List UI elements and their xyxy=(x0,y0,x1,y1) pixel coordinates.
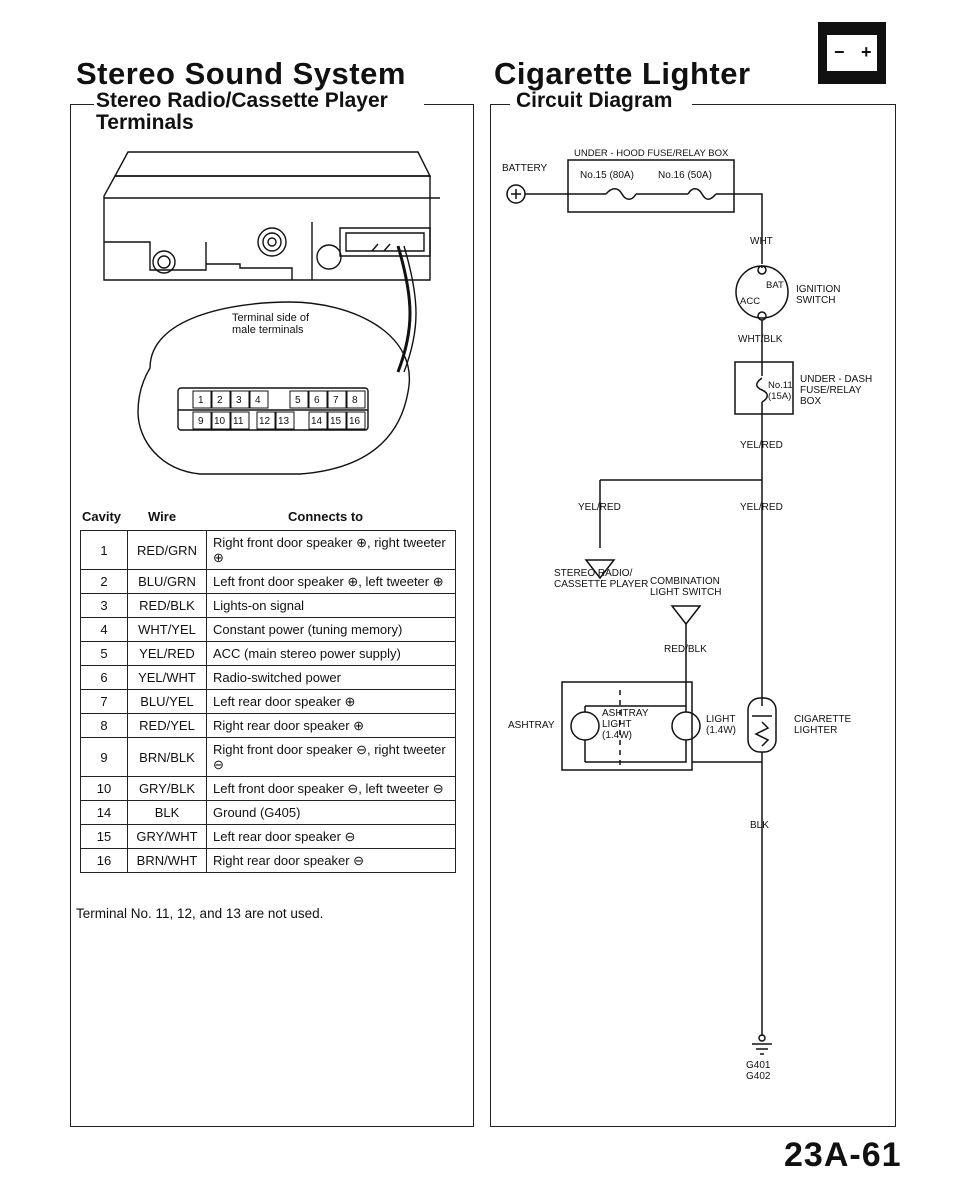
connects-cell: ACC (main stereo power supply) xyxy=(206,641,456,666)
combination-switch-label: COMBINATION LIGHT SWITCH xyxy=(650,576,722,598)
pin-8: 8 xyxy=(352,395,358,406)
wire-yel-red-label-2: YEL/RED xyxy=(578,502,621,513)
fuse-15-label: No.15 (80A) xyxy=(580,170,634,181)
connector-caption: Terminal side of male terminals xyxy=(232,312,310,336)
pin-9: 9 xyxy=(198,416,204,427)
cavity-cell: 10 xyxy=(80,776,128,801)
light-label: LIGHT (1.4W) xyxy=(706,714,736,736)
right-page-title: Cigarette Lighter xyxy=(494,56,751,91)
cavity-cell: 16 xyxy=(80,848,128,873)
wire-wht-blk-label: WHT/BLK xyxy=(738,334,783,345)
header-connects: Connects to xyxy=(288,509,364,524)
wire-cell: BLK xyxy=(127,800,207,825)
header-wire: Wire xyxy=(148,509,177,524)
pin-4: 4 xyxy=(255,395,261,406)
left-subtitle: Stereo Radio/Cassette Player Terminals xyxy=(96,89,388,134)
cavity-cell: 5 xyxy=(80,641,128,666)
cavity-cell: 2 xyxy=(80,569,128,594)
table-footnote: Terminal No. 11, 12, and 13 are not used… xyxy=(76,906,324,921)
wire-cell: RED/GRN xyxy=(127,530,207,570)
bat-terminal-label: BAT xyxy=(766,280,784,291)
pin-10: 10 xyxy=(214,416,226,427)
battery-label: BATTERY xyxy=(502,163,548,174)
fuse-11-label: No.11 (15A) xyxy=(768,380,793,402)
pin-13: 13 xyxy=(278,416,290,427)
pin-3: 3 xyxy=(236,395,242,406)
wire-cell: RED/YEL xyxy=(127,713,207,738)
wire-yel-red-label-1: YEL/RED xyxy=(740,440,783,451)
wire-cell: BLU/YEL xyxy=(127,689,207,714)
cavity-cell: 14 xyxy=(80,800,128,825)
right-subtitle: Circuit Diagram xyxy=(516,89,673,112)
cavity-cell: 3 xyxy=(80,593,128,618)
pin-2: 2 xyxy=(217,395,223,406)
connects-cell: Right front door speaker ⊕, right tweete… xyxy=(206,530,456,570)
connects-cell: Right rear door speaker ⊕ xyxy=(206,713,456,738)
cavity-cell: 7 xyxy=(80,689,128,714)
right-panel xyxy=(490,104,896,1127)
wire-cell: GRY/BLK xyxy=(127,776,207,801)
ground-label: G401 G402 xyxy=(746,1060,771,1082)
connects-cell: Right rear door speaker ⊖ xyxy=(206,848,456,873)
page-number: 23A-61 xyxy=(784,1136,902,1174)
underdash-box-label: UNDER - DASH FUSE/RELAY BOX xyxy=(800,374,873,407)
connects-cell: Ground (G405) xyxy=(206,800,456,825)
pin-14: 14 xyxy=(311,416,323,427)
stereo-label: STEREO RADIO/ CASSETTE PLAYER xyxy=(554,568,649,590)
fuse-16-label: No.16 (50A) xyxy=(658,170,712,181)
ashtray-label: ASHTRAY xyxy=(508,720,555,731)
cavity-cell: 1 xyxy=(80,530,128,570)
wire-cell: RED/BLK xyxy=(127,593,207,618)
connects-cell: Left front door speaker ⊖, left tweeter … xyxy=(206,776,456,801)
wire-wht-label: WHT xyxy=(750,236,773,247)
pin-11: 11 xyxy=(233,416,244,427)
cavity-cell: 6 xyxy=(80,665,128,690)
cigarette-lighter-label: CIGARETTE LIGHTER xyxy=(794,714,852,736)
connects-cell: Left rear door speaker ⊖ xyxy=(206,824,456,849)
connects-cell: Constant power (tuning memory) xyxy=(206,617,456,642)
wire-cell: YEL/RED xyxy=(127,641,207,666)
pin-1: 1 xyxy=(198,395,204,406)
wire-yel-red-label-3: YEL/RED xyxy=(740,502,783,513)
wire-red-blk-label: RED/BLK xyxy=(664,644,707,655)
acc-terminal-label: ACC xyxy=(740,296,761,307)
cavity-cell: 15 xyxy=(80,824,128,849)
pin-12: 12 xyxy=(259,416,271,427)
wire-cell: BRN/WHT xyxy=(127,848,207,873)
pin-5: 5 xyxy=(295,395,301,406)
pin-16: 16 xyxy=(349,416,361,427)
ashtray-light-label: ASHTRAY LIGHT (1.4W) xyxy=(602,708,649,741)
connects-cell: Radio-switched power xyxy=(206,665,456,690)
left-page-title: Stereo Sound System xyxy=(76,56,406,91)
pin-6: 6 xyxy=(314,395,320,406)
pin-15: 15 xyxy=(330,416,342,427)
pin-7: 7 xyxy=(333,395,339,406)
wire-blk-label: BLK xyxy=(750,820,769,831)
battery-icon: − + xyxy=(818,22,886,84)
underhood-box-label: UNDER - HOOD FUSE/RELAY BOX xyxy=(574,148,729,159)
header-cavity: Cavity xyxy=(82,509,122,524)
wire-cell: BRN/BLK xyxy=(127,737,207,777)
left-panel xyxy=(70,104,474,1127)
ignition-switch-label: IGNITION SWITCH xyxy=(796,284,841,306)
